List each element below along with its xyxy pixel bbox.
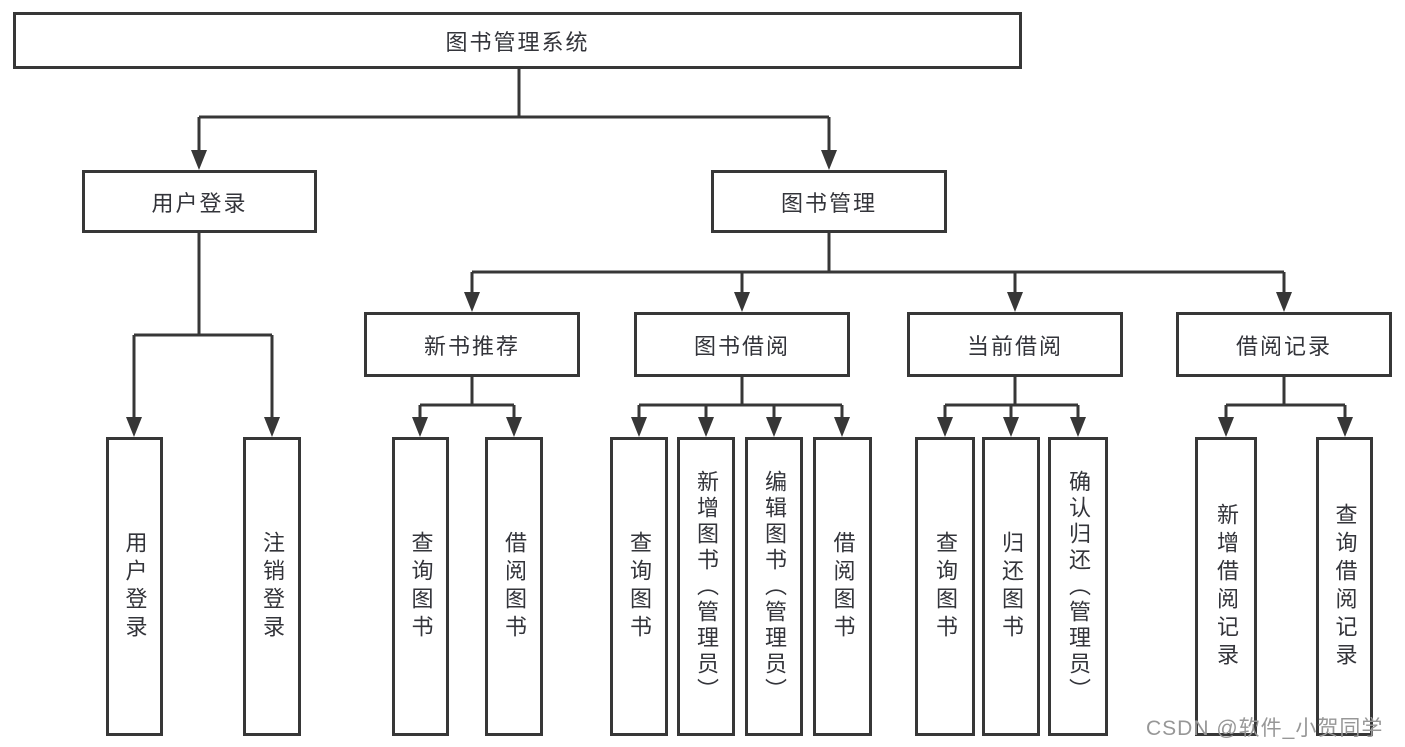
node-label: 确认归还（管理员） xyxy=(1066,469,1091,704)
node-add-borrow-record: 新增借阅记录 xyxy=(1195,437,1257,736)
node-return-book: 归还图书 xyxy=(982,437,1040,736)
node-user-login-leaf: 用户登录 xyxy=(106,437,163,736)
node-book-management: 图书管理 xyxy=(711,170,947,233)
node-book-borrowing: 图书借阅 xyxy=(634,312,850,377)
node-logout-leaf: 注销登录 xyxy=(243,437,301,736)
node-borrow-books-recommend: 借阅图书 xyxy=(485,437,543,736)
node-label: 借阅图书 xyxy=(830,530,856,643)
node-system-root: 图书管理系统 xyxy=(13,12,1022,69)
node-label: 用户登录 xyxy=(122,530,148,643)
node-query-books-recommend: 查询图书 xyxy=(392,437,449,736)
node-confirm-return-admin: 确认归还（管理员） xyxy=(1048,437,1108,736)
node-new-book-recommend: 新书推荐 xyxy=(364,312,580,377)
node-label: 查询图书 xyxy=(933,530,958,643)
node-query-books-current: 查询图书 xyxy=(915,437,975,736)
node-query-books-borrowing: 查询图书 xyxy=(610,437,668,736)
node-add-book-admin: 新增图书（管理员） xyxy=(677,437,735,736)
node-borrow-books-leaf: 借阅图书 xyxy=(813,437,872,736)
node-label: 编辑图书（管理员） xyxy=(762,469,787,704)
arrowheads xyxy=(126,150,1353,437)
node-label: 注销登录 xyxy=(260,530,285,643)
node-current-borrowing: 当前借阅 xyxy=(907,312,1123,377)
node-label: 查询图书 xyxy=(627,530,652,643)
node-label: 查询图书 xyxy=(408,530,434,643)
node-label: 新增图书（管理员） xyxy=(694,469,719,704)
node-query-borrow-record: 查询借阅记录 xyxy=(1316,437,1373,736)
csdn-watermark: CSDN @软件_小贺同学 xyxy=(1146,717,1384,740)
node-label: 归还图书 xyxy=(999,530,1024,643)
node-label: 新增借阅记录 xyxy=(1214,502,1239,671)
node-user-login-branch: 用户登录 xyxy=(82,170,317,233)
node-borrowing-records: 借阅记录 xyxy=(1176,312,1392,377)
node-label: 查询借阅记录 xyxy=(1332,502,1358,671)
node-label: 借阅图书 xyxy=(502,530,527,643)
node-edit-book-admin: 编辑图书（管理员） xyxy=(745,437,803,736)
